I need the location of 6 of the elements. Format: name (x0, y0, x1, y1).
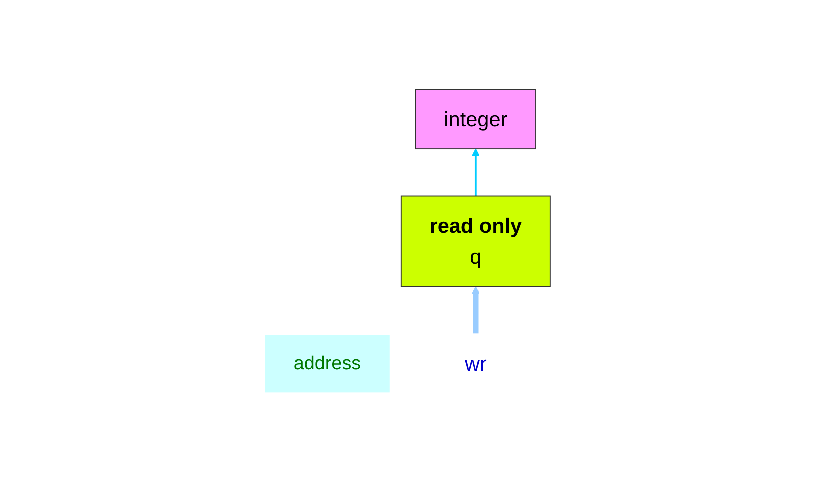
node-box: address (264, 334, 390, 393)
arrow (471, 148, 480, 196)
arrow (471, 286, 480, 334)
node-box: integer (414, 88, 536, 150)
node-text: wr (464, 352, 486, 376)
node-box: read only q (400, 196, 550, 288)
